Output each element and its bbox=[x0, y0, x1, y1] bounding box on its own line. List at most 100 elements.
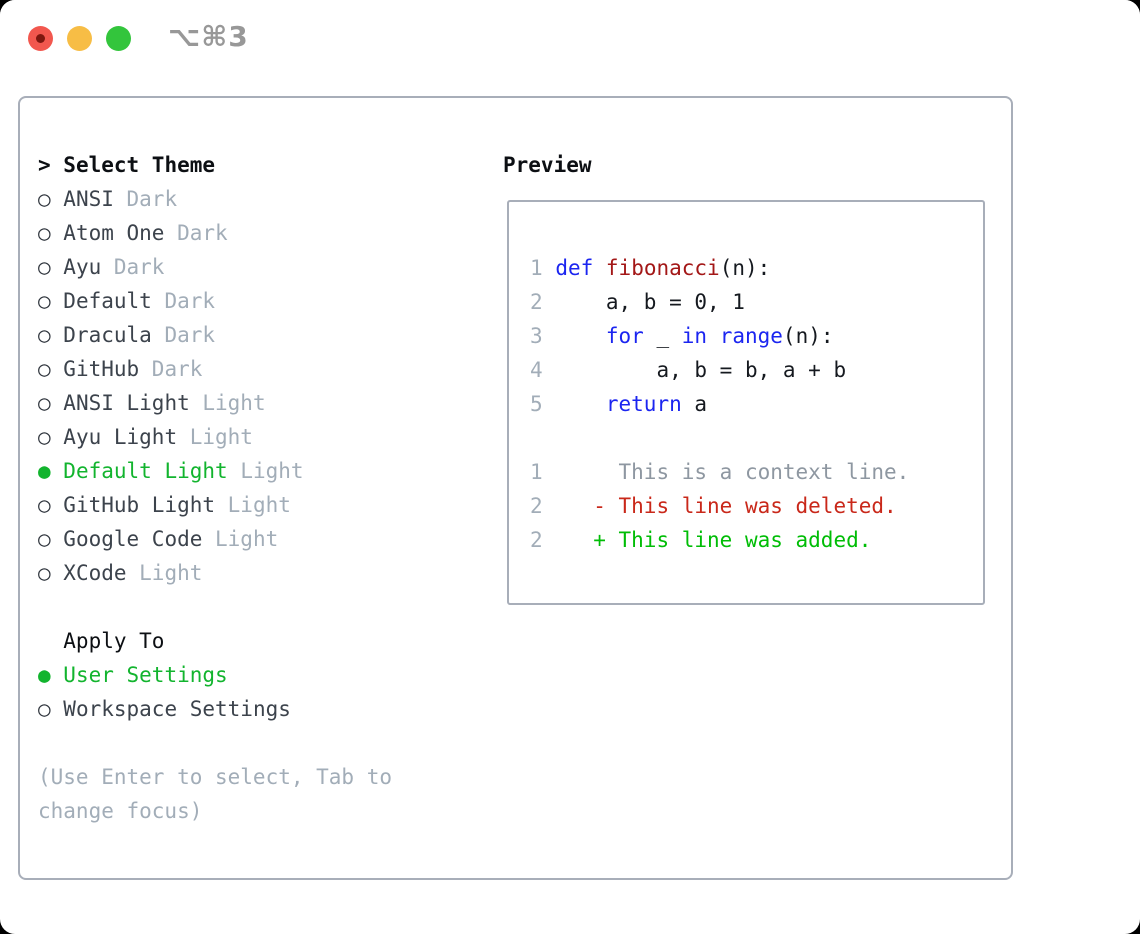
apply-to-header: Apply To bbox=[63, 629, 165, 653]
select-theme-header: > Select Theme bbox=[38, 148, 438, 182]
preview-line: 5 return a bbox=[530, 387, 909, 421]
close-button[interactable] bbox=[28, 26, 53, 51]
token-lineno: 3 bbox=[530, 324, 543, 348]
radio-unselected-icon: ○ bbox=[38, 561, 51, 585]
radio-selected-icon: ● bbox=[38, 459, 51, 483]
token-keyword: for bbox=[605, 324, 644, 348]
spacer bbox=[38, 726, 438, 760]
traffic-lights bbox=[28, 26, 131, 51]
token-function: fibonacci bbox=[605, 256, 720, 280]
token-lineno: 4 bbox=[530, 358, 543, 382]
close-dot-icon bbox=[36, 34, 45, 43]
radio-unselected-icon: ○ bbox=[38, 289, 51, 313]
token-context: This is a context line. bbox=[618, 460, 910, 484]
radio-unselected-icon: ○ bbox=[38, 255, 51, 279]
theme-variant: Dark bbox=[151, 357, 203, 381]
theme-item-label: Atom One bbox=[63, 221, 165, 245]
theme-variant: Dark bbox=[126, 187, 178, 211]
apply-option-label: User Settings bbox=[63, 663, 228, 687]
theme-item[interactable]: ○ ANSI Dark bbox=[38, 182, 438, 216]
radio-unselected-icon: ○ bbox=[38, 493, 51, 517]
preview-line: 4 a, b = b, a + b bbox=[530, 353, 909, 387]
radio-unselected-icon: ○ bbox=[38, 425, 51, 449]
token-keyword: in bbox=[681, 324, 708, 348]
theme-variant: Light bbox=[139, 561, 203, 585]
token-code: a, b = 0, 1 bbox=[542, 290, 745, 314]
radio-selected-icon: ● bbox=[38, 663, 51, 687]
theme-item[interactable]: ○ Google Code Light bbox=[38, 522, 438, 556]
spacer bbox=[38, 590, 438, 624]
theme-variant: Dark bbox=[164, 323, 216, 347]
window-title: ⌥⌘3 bbox=[168, 20, 249, 53]
token-code: a, b = b, a + b bbox=[542, 358, 847, 382]
theme-item-label: Default Light bbox=[63, 459, 228, 483]
theme-variant: Light bbox=[202, 391, 266, 415]
theme-variant: Light bbox=[215, 527, 279, 551]
apply-options: ● User Settings ○Workspace Settings bbox=[38, 658, 438, 726]
radio-unselected-icon: ○ bbox=[38, 187, 51, 211]
preview-line: 1 This is a context line. bbox=[530, 455, 909, 489]
preview-line: 3 for _ in range(n): bbox=[530, 319, 909, 353]
radio-unselected-icon: ○ bbox=[38, 323, 51, 347]
token-code bbox=[593, 256, 606, 280]
token-lineno: 1 bbox=[530, 460, 543, 484]
theme-item[interactable]: ○ GitHub Dark bbox=[38, 352, 438, 386]
theme-variant: Light bbox=[227, 493, 291, 517]
token-lineno: 1 bbox=[530, 256, 543, 280]
theme-item-label: XCode bbox=[63, 561, 127, 585]
theme-item[interactable]: ○ Ayu Light Light bbox=[38, 420, 438, 454]
token-deleted: - This line was deleted. bbox=[593, 494, 897, 518]
radio-unselected-icon: ○ bbox=[38, 391, 51, 415]
apply-option[interactable]: ○Workspace Settings bbox=[38, 692, 438, 726]
token-lineno: 2 bbox=[530, 290, 543, 314]
theme-variant: Light bbox=[240, 459, 304, 483]
token-code bbox=[543, 460, 619, 484]
theme-item-label: ANSI bbox=[63, 187, 114, 211]
token-code bbox=[543, 256, 556, 280]
token-code: a bbox=[681, 392, 708, 416]
theme-item[interactable]: ○ XCode Light bbox=[38, 556, 438, 590]
radio-unselected-icon: ○ bbox=[38, 697, 51, 721]
theme-item-label: ANSI Light bbox=[63, 391, 190, 415]
token-keyword: range bbox=[719, 324, 783, 348]
token-code bbox=[543, 494, 594, 518]
preview-header: Preview bbox=[503, 153, 592, 177]
theme-variant: Light bbox=[189, 425, 253, 449]
minimize-button[interactable] bbox=[67, 26, 92, 51]
token-keyword: return bbox=[605, 392, 682, 416]
token-code: (n): bbox=[719, 256, 771, 280]
keyboard-hint: (Use Enter to select, Tab to change focu… bbox=[38, 765, 393, 823]
theme-item-label: GitHub Light bbox=[63, 493, 216, 517]
radio-unselected-icon: ○ bbox=[38, 527, 51, 551]
theme-item[interactable]: ● Default Light Light bbox=[38, 454, 438, 488]
preview-line: 2 - This line was deleted. bbox=[530, 489, 909, 523]
select-theme-label: Select Theme bbox=[63, 153, 216, 177]
theme-item[interactable]: ○ ANSI Light Light bbox=[38, 386, 438, 420]
theme-item-label: Ayu Light bbox=[63, 425, 178, 449]
theme-item-label: GitHub bbox=[63, 357, 140, 381]
token-code bbox=[707, 324, 720, 348]
theme-item[interactable]: ○ GitHub Light Light bbox=[38, 488, 438, 522]
theme-item-label: Default bbox=[63, 289, 152, 313]
prompt-icon: > bbox=[38, 153, 51, 177]
theme-variant: Dark bbox=[113, 255, 165, 279]
theme-variant: Dark bbox=[177, 221, 228, 245]
token-lineno: 5 bbox=[530, 392, 543, 416]
title-bar: ⌥⌘3 bbox=[0, 0, 1140, 76]
zoom-button[interactable] bbox=[106, 26, 131, 51]
theme-item-label: Google Code bbox=[63, 527, 203, 551]
radio-unselected-icon: ○ bbox=[38, 357, 51, 381]
preview-line bbox=[530, 421, 909, 455]
token-lineno: 2 bbox=[530, 528, 543, 552]
apply-option[interactable]: ● User Settings bbox=[38, 658, 438, 692]
